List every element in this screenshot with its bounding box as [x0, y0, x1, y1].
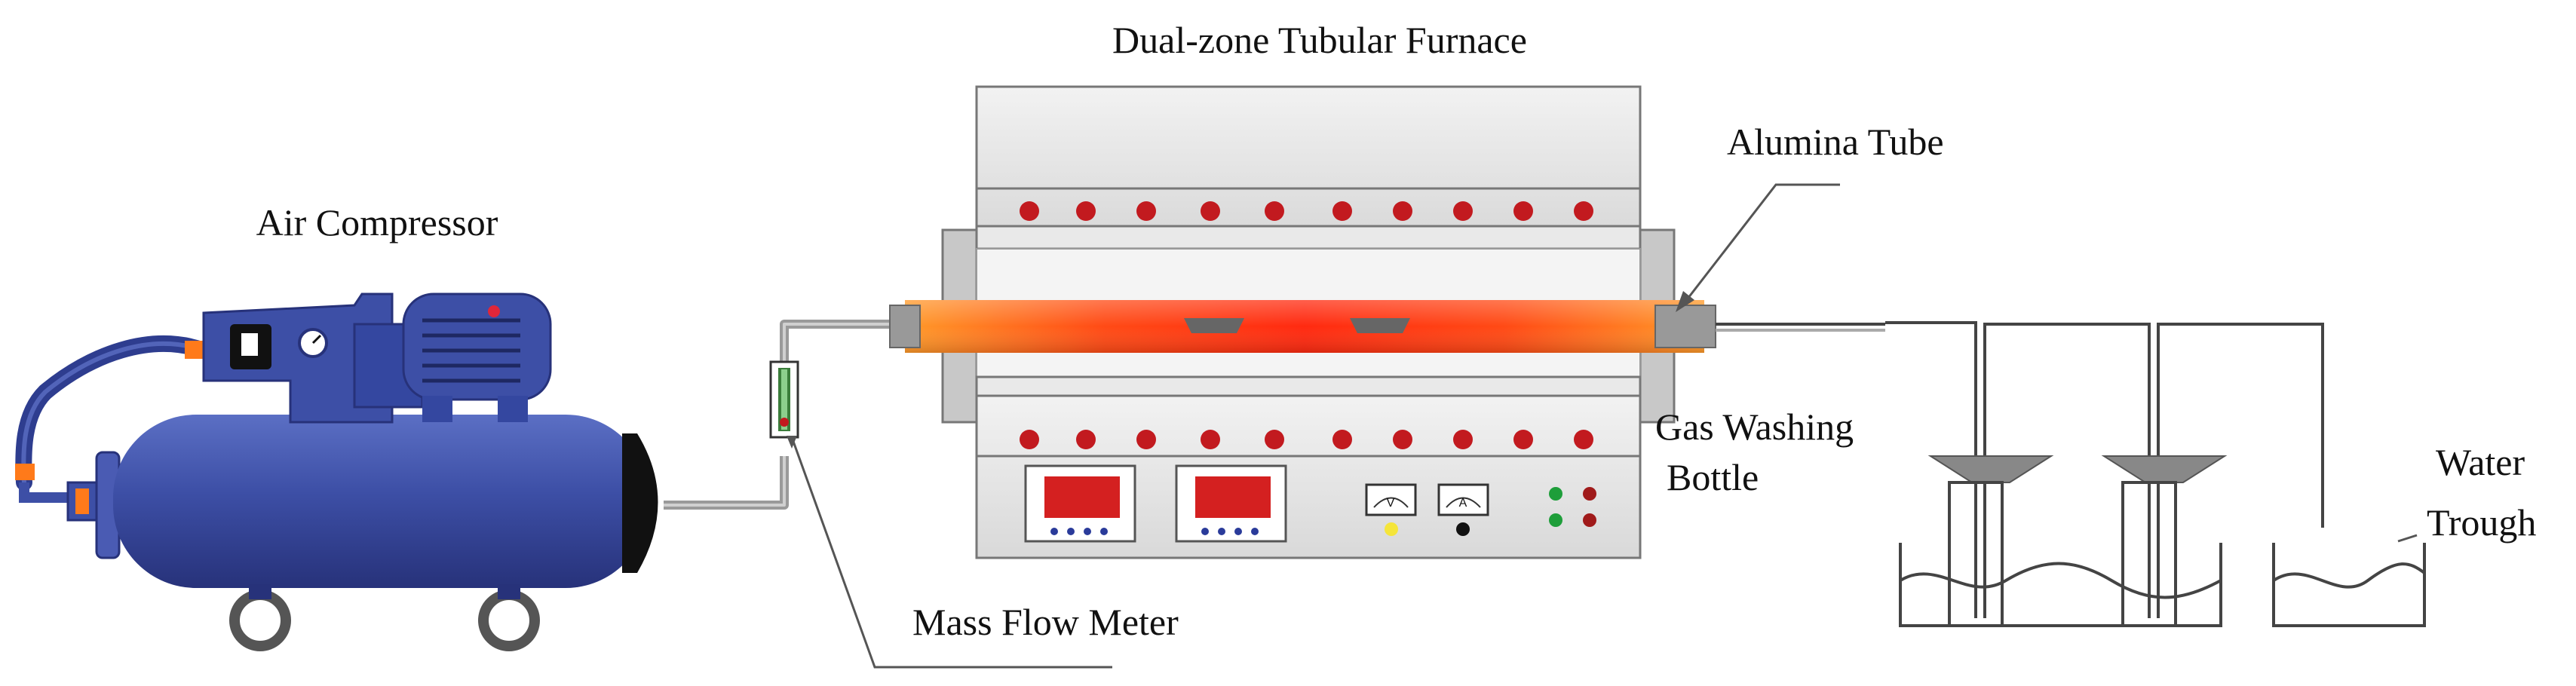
alumina-tube-arrowhead — [1676, 291, 1694, 312]
ammeter-glyph: A — [1459, 497, 1467, 510]
motor-indicator-light — [488, 305, 500, 317]
wheel-right — [478, 590, 540, 651]
hose-fitting-bottom — [15, 464, 35, 480]
gas-washing-bottle-1 — [1927, 455, 2054, 627]
voltmeter-glyph: V — [1387, 497, 1395, 510]
tube-cap-right — [1654, 305, 1716, 348]
compressor-motor — [402, 292, 552, 401]
gas-washing-bottle-2 — [2101, 455, 2228, 627]
alumina-tube-label: Alumina Tube — [1727, 121, 1944, 163]
tube-cap-left — [889, 305, 921, 348]
sample-boat-right — [1350, 318, 1410, 333]
display-2 — [1195, 476, 1271, 518]
compressor-tank — [113, 415, 649, 588]
water-trough-label-line2: Trough — [2427, 501, 2536, 544]
mass-flow-meter-leader — [790, 436, 1112, 669]
hose-fitting-top — [185, 341, 206, 359]
mass-flow-meter-label: Mass Flow Meter — [912, 601, 1179, 643]
wheel-left — [229, 590, 291, 651]
display-1 — [1044, 476, 1120, 518]
compressor-label: Air Compressor — [256, 201, 498, 243]
water-trough — [2272, 543, 2426, 627]
washing-trough — [1899, 543, 2222, 627]
gas-washing-label-line1: Gas Washing — [1655, 406, 1854, 448]
lower-heater-elements — [1020, 430, 1593, 449]
leader-lines — [790, 183, 2418, 669]
mass-flow-meter — [769, 360, 799, 439]
alumina-tube-leader — [1684, 183, 1840, 302]
water-trough-label-line1: Water — [2436, 441, 2525, 483]
voltmeter-icon: V — [1365, 483, 1417, 536]
ammeter-icon: A — [1437, 483, 1489, 536]
indicator-lights — [1549, 487, 1596, 527]
sample-boat-left — [1184, 318, 1244, 333]
tube-furnace: V A — [889, 85, 1716, 559]
air-compressor — [15, 292, 658, 651]
water-trough-leader — [2397, 534, 2418, 543]
furnace-top-housing — [975, 85, 1642, 235]
mass-flow-meter-arrowhead — [787, 436, 797, 449]
gas-washing-label-line2: Bottle — [1667, 456, 1759, 498]
upper-heater-elements — [1020, 201, 1593, 221]
furnace-label: Dual-zone Tubular Furnace — [1112, 19, 1527, 61]
temperature-controller-1 — [1024, 464, 1136, 543]
tank-end-cap — [622, 433, 658, 573]
temperature-controller-2 — [1175, 464, 1287, 543]
